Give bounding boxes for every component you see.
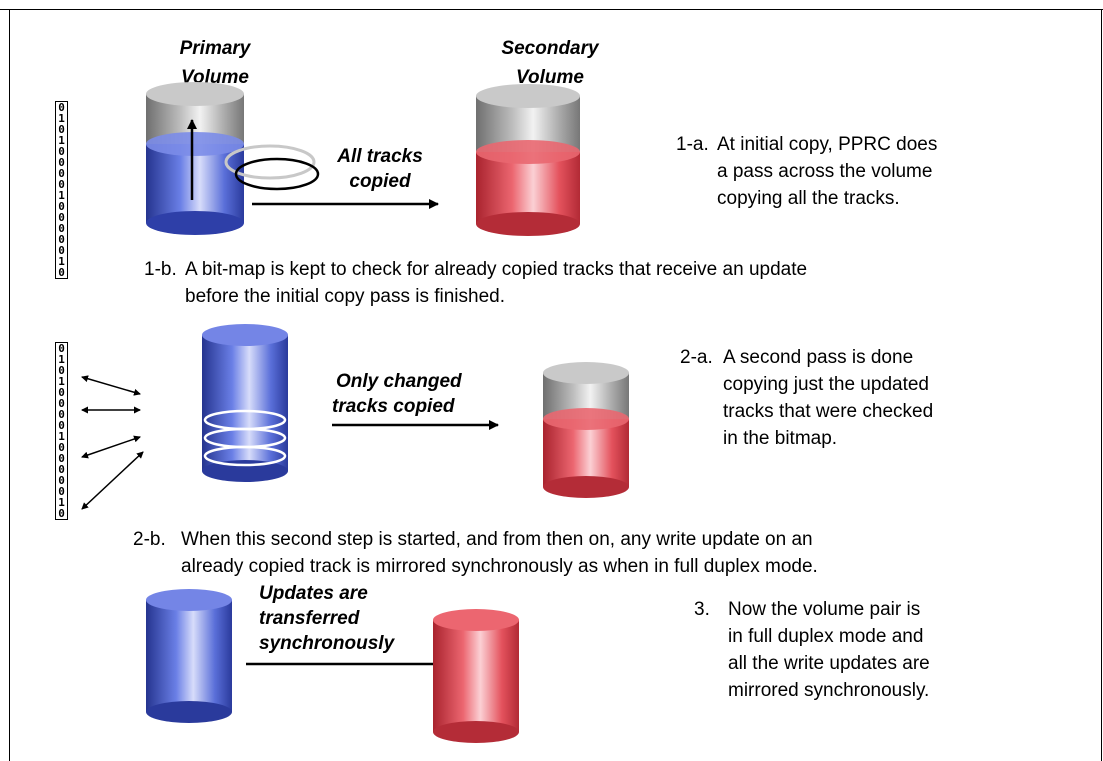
bitmap-bit: 0 xyxy=(58,441,65,454)
bitmap-bit: 0 xyxy=(58,178,65,191)
bitmap-bit: 0 xyxy=(58,386,65,399)
secondary-volume-cylinder-step3 xyxy=(433,609,519,743)
bitmap-bit: 0 xyxy=(58,397,65,410)
bitmap-bit: 0 xyxy=(58,408,65,421)
bitmap-bit: 0 xyxy=(58,145,65,158)
frame-top-border xyxy=(0,9,1103,10)
track-ring-gray xyxy=(224,144,316,180)
bitmap-bit: 1 xyxy=(58,353,65,366)
bitmap-bit: 1 xyxy=(58,255,65,268)
bitmap-bit: 1 xyxy=(58,430,65,443)
bitmap-bit: 1 xyxy=(58,134,65,147)
bitmap-bit: 1 xyxy=(58,189,65,202)
secondary-volume-cylinder-step1 xyxy=(476,84,580,236)
bitmap-bit: 0 xyxy=(58,222,65,235)
frame-left-border xyxy=(9,9,10,761)
bitmap-bit: 0 xyxy=(58,364,65,377)
updates-transferred-label: Updates are transferred synchronously xyxy=(259,583,395,654)
secondary-volume-cylinder-step2 xyxy=(543,362,629,498)
bitmap-arrow-4 xyxy=(81,451,144,510)
frame-right-border xyxy=(1101,9,1102,761)
bitmap-bit: 0 xyxy=(58,200,65,213)
secondary-volume-header: Secondary Volume xyxy=(501,38,599,88)
bitmap-bit: 0 xyxy=(58,452,65,465)
bitmap-arrow-3 xyxy=(81,435,141,459)
bitmap-bit: 0 xyxy=(58,123,65,136)
bitmap-bit: 0 xyxy=(58,211,65,224)
bitmap-bit: 0 xyxy=(58,156,65,169)
bitmap-bit: 0 xyxy=(58,244,65,257)
bitmap-bit: 1 xyxy=(58,112,65,125)
bitmap-bit: 0 xyxy=(58,233,65,246)
bitmap-bit: 0 xyxy=(58,507,65,520)
primary-volume-cylinder-step1 xyxy=(146,82,244,235)
primary-volume-cylinder-step3 xyxy=(146,589,232,723)
bitmap-bit: 0 xyxy=(58,167,65,180)
bitmap-bit: 1 xyxy=(58,496,65,509)
bitmap-arrow-1 xyxy=(81,375,141,396)
bitmap-bit: 0 xyxy=(58,101,65,114)
track-ring-black xyxy=(234,157,320,191)
primary-volume-cylinder-step2 xyxy=(202,324,288,482)
bitmap-bit: 0 xyxy=(58,419,65,432)
bitmap-bit: 0 xyxy=(58,266,65,279)
bitmap-bit: 0 xyxy=(58,342,65,355)
bitmap-bit: 0 xyxy=(58,463,65,476)
bitmap-bit: 0 xyxy=(58,485,65,498)
all-tracks-copied-label: All tracks copied xyxy=(337,146,423,192)
bitmap-bit: 0 xyxy=(58,474,65,487)
bitmap-bit: 1 xyxy=(58,375,65,388)
only-changed-tracks-label: Only changed tracks copied xyxy=(332,371,462,417)
